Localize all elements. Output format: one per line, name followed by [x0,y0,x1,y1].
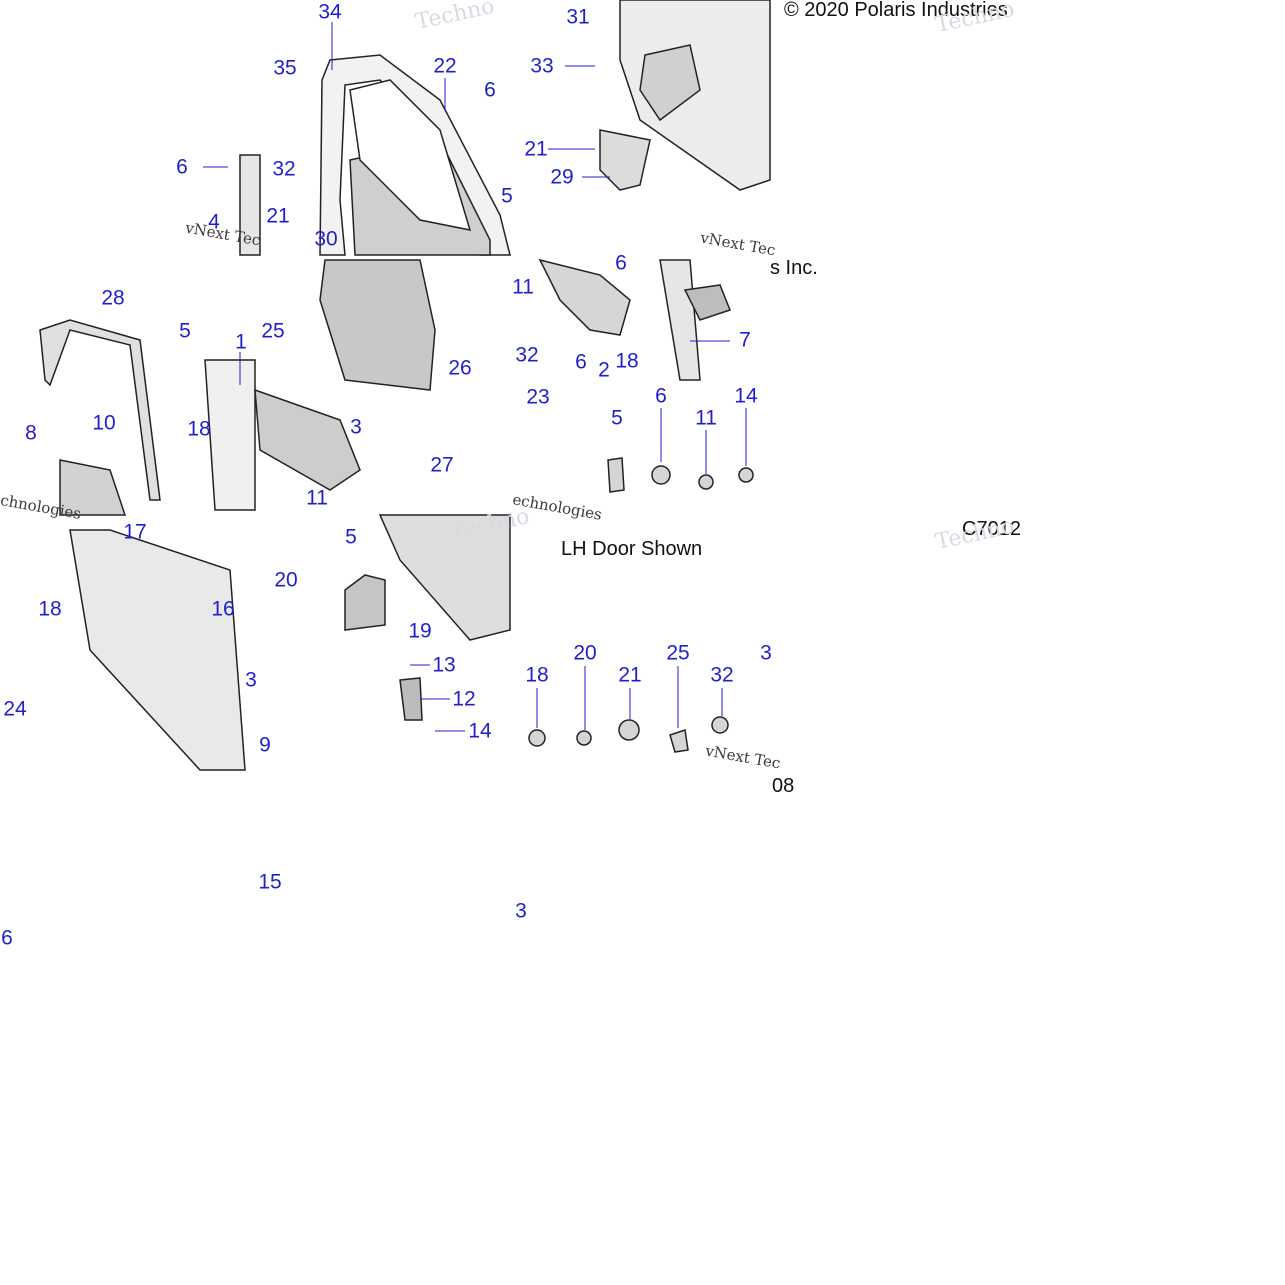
callout-4: 4 [208,210,220,234]
callout-27: 27 [430,453,454,477]
callout-6: 6 [484,78,496,102]
callout-26: 26 [448,356,472,380]
door-trim-panel [619,0,771,191]
outer-door-shell [69,529,246,771]
callout-12: 12 [452,687,476,711]
fastener-bolt-14 [738,467,754,483]
callout-32: 32 [515,343,539,367]
fastener-screw [576,730,592,746]
door-panel-lower [378,514,511,641]
view-note: LH Door Shown [561,538,703,560]
callout-5: 5 [611,406,623,430]
callout-34: 34 [318,0,342,24]
door-latch [344,574,386,631]
fastener-bolt-6 [651,465,671,485]
callout-10: 10 [92,411,116,435]
callout-35: 35 [273,56,297,80]
fastener-clip [669,729,689,753]
latch-striker [399,677,423,721]
tile-fragment-text: s Inc. [770,257,818,279]
callout-11: 11 [512,275,534,299]
callout-15: 15 [258,870,282,894]
callout-20: 20 [573,641,597,665]
callout-20: 20 [274,568,298,592]
fastener-flange [618,719,640,741]
callout-6: 6 [575,350,587,374]
page-fragment-text: 08 [772,775,795,797]
callout-3: 3 [350,415,362,439]
callout-1: 1 [235,330,247,354]
speaker-bracket [538,258,631,336]
door-glass-left [59,459,127,516]
callout-11: 11 [695,406,717,430]
callout-21: 21 [266,204,290,228]
callout-7: 7 [739,328,751,352]
callout-18: 18 [38,597,62,621]
fastener-rivet [528,729,546,747]
fastener-clip-5 [607,457,625,493]
callout-2: 2 [598,358,610,382]
copyright-text: © 2020 Polaris Industries [784,0,1008,21]
callout-18: 18 [525,663,549,687]
callout-31: 31 [566,5,590,29]
callout-3: 3 [245,668,257,692]
regulator-rail [659,259,701,381]
callout-18: 18 [187,417,211,441]
callout-6: 6 [655,384,667,408]
callout-29: 29 [550,165,574,189]
callout-25: 25 [261,319,285,343]
callout-21: 21 [524,137,548,161]
window-glass [319,259,436,391]
callout-33: 33 [530,54,554,78]
hinge-strip [239,154,261,256]
callout-24: 24 [3,697,27,721]
figure-code: C7012 [962,518,1021,540]
callout-13: 13 [432,653,456,677]
callout-32: 32 [710,663,734,687]
callout-17: 17 [123,520,147,544]
callout-14: 14 [468,719,492,743]
map-pocket [639,44,701,122]
door-window-cutout [349,79,472,231]
callout-9: 9 [259,733,271,757]
callout-3: 3 [515,899,527,923]
window-regulator-motor [683,284,731,321]
callout-8: 8 [25,421,37,445]
inner-door-frame [204,359,256,511]
callout-3: 3 [760,641,772,665]
trim-bracket [254,388,361,491]
callout-16: 16 [211,597,235,621]
callout-23: 23 [526,385,550,409]
fastener-push [711,716,729,734]
glass-run-seal [39,319,161,501]
callout-6: 6 [1,926,13,950]
callout-19: 19 [408,619,432,643]
callout-18: 18 [615,349,639,373]
callout-32: 32 [272,157,296,181]
callout-22: 22 [433,54,457,78]
storage-bin [599,129,651,191]
callout-5: 5 [179,319,191,343]
callout-28: 28 [101,286,125,310]
callout-30: 30 [314,227,338,251]
callout-21: 21 [618,663,642,687]
callout-11: 11 [306,486,328,510]
callout-5: 5 [345,525,357,549]
callout-6: 6 [176,155,188,179]
callout-25: 25 [666,641,690,665]
callout-14: 14 [734,384,758,408]
callout-5: 5 [501,184,513,208]
callout-6: 6 [615,251,627,275]
fastener-bolt-11 [698,474,714,490]
